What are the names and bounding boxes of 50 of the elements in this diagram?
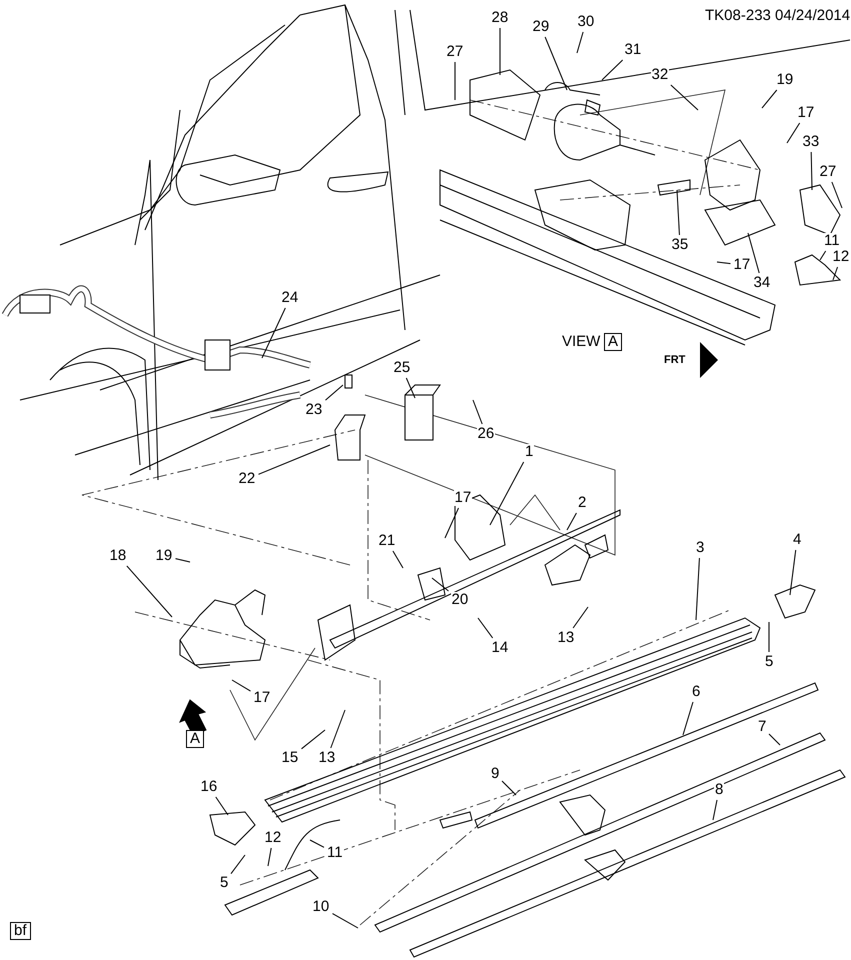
leader-line: [716, 262, 731, 264]
leader-line: [790, 550, 796, 596]
leader-line: [258, 444, 330, 475]
leader-line: [472, 400, 483, 424]
leader-line: [786, 122, 800, 144]
view-marker: A: [186, 730, 204, 748]
leader-line: [325, 384, 344, 401]
leader-line: [682, 702, 694, 736]
leader-line: [310, 840, 324, 848]
leader-line: [444, 508, 459, 538]
running-board-assembly-drawing: [2, 4, 850, 958]
front-label: FRT: [664, 353, 686, 368]
leader-line: [330, 710, 346, 748]
leader-line: [432, 578, 449, 592]
leader-line: [392, 550, 404, 568]
leader-line: [490, 462, 524, 526]
leader-line: [175, 558, 190, 562]
leader-line: [268, 848, 272, 866]
leader-line: [820, 250, 826, 260]
leader-line: [406, 378, 416, 398]
leader-line: [831, 182, 842, 208]
leader-line: [762, 90, 778, 108]
leader-line: [262, 308, 286, 358]
leader-line: [332, 913, 358, 928]
leader-line: [454, 62, 456, 100]
leader-line: [230, 854, 246, 874]
drawing-number: TK08-233 04/24/2014: [705, 8, 850, 24]
leader-line: [502, 780, 516, 796]
leader-line: [232, 680, 251, 692]
leader-line: [832, 266, 838, 280]
leader-line: [576, 32, 584, 54]
leader-line: [810, 152, 812, 190]
leader-line: [696, 558, 700, 620]
leader-line: [602, 60, 624, 80]
leader-line: [768, 622, 770, 652]
leader-line: [301, 730, 326, 750]
view-marker: A: [604, 333, 622, 351]
leader-line: [572, 606, 588, 628]
leader-line: [544, 36, 568, 90]
leader-line: [670, 84, 698, 110]
leader-line: [676, 190, 680, 236]
code-tag: bf: [10, 922, 31, 940]
leader-line: [215, 796, 228, 816]
leader-line: [748, 232, 760, 274]
leader-line: [768, 734, 780, 746]
leader-line: [712, 800, 718, 820]
leader-line: [478, 618, 494, 638]
leader-line: [126, 566, 172, 618]
view-label: VIEW: [562, 334, 600, 350]
leader-line: [566, 512, 577, 530]
